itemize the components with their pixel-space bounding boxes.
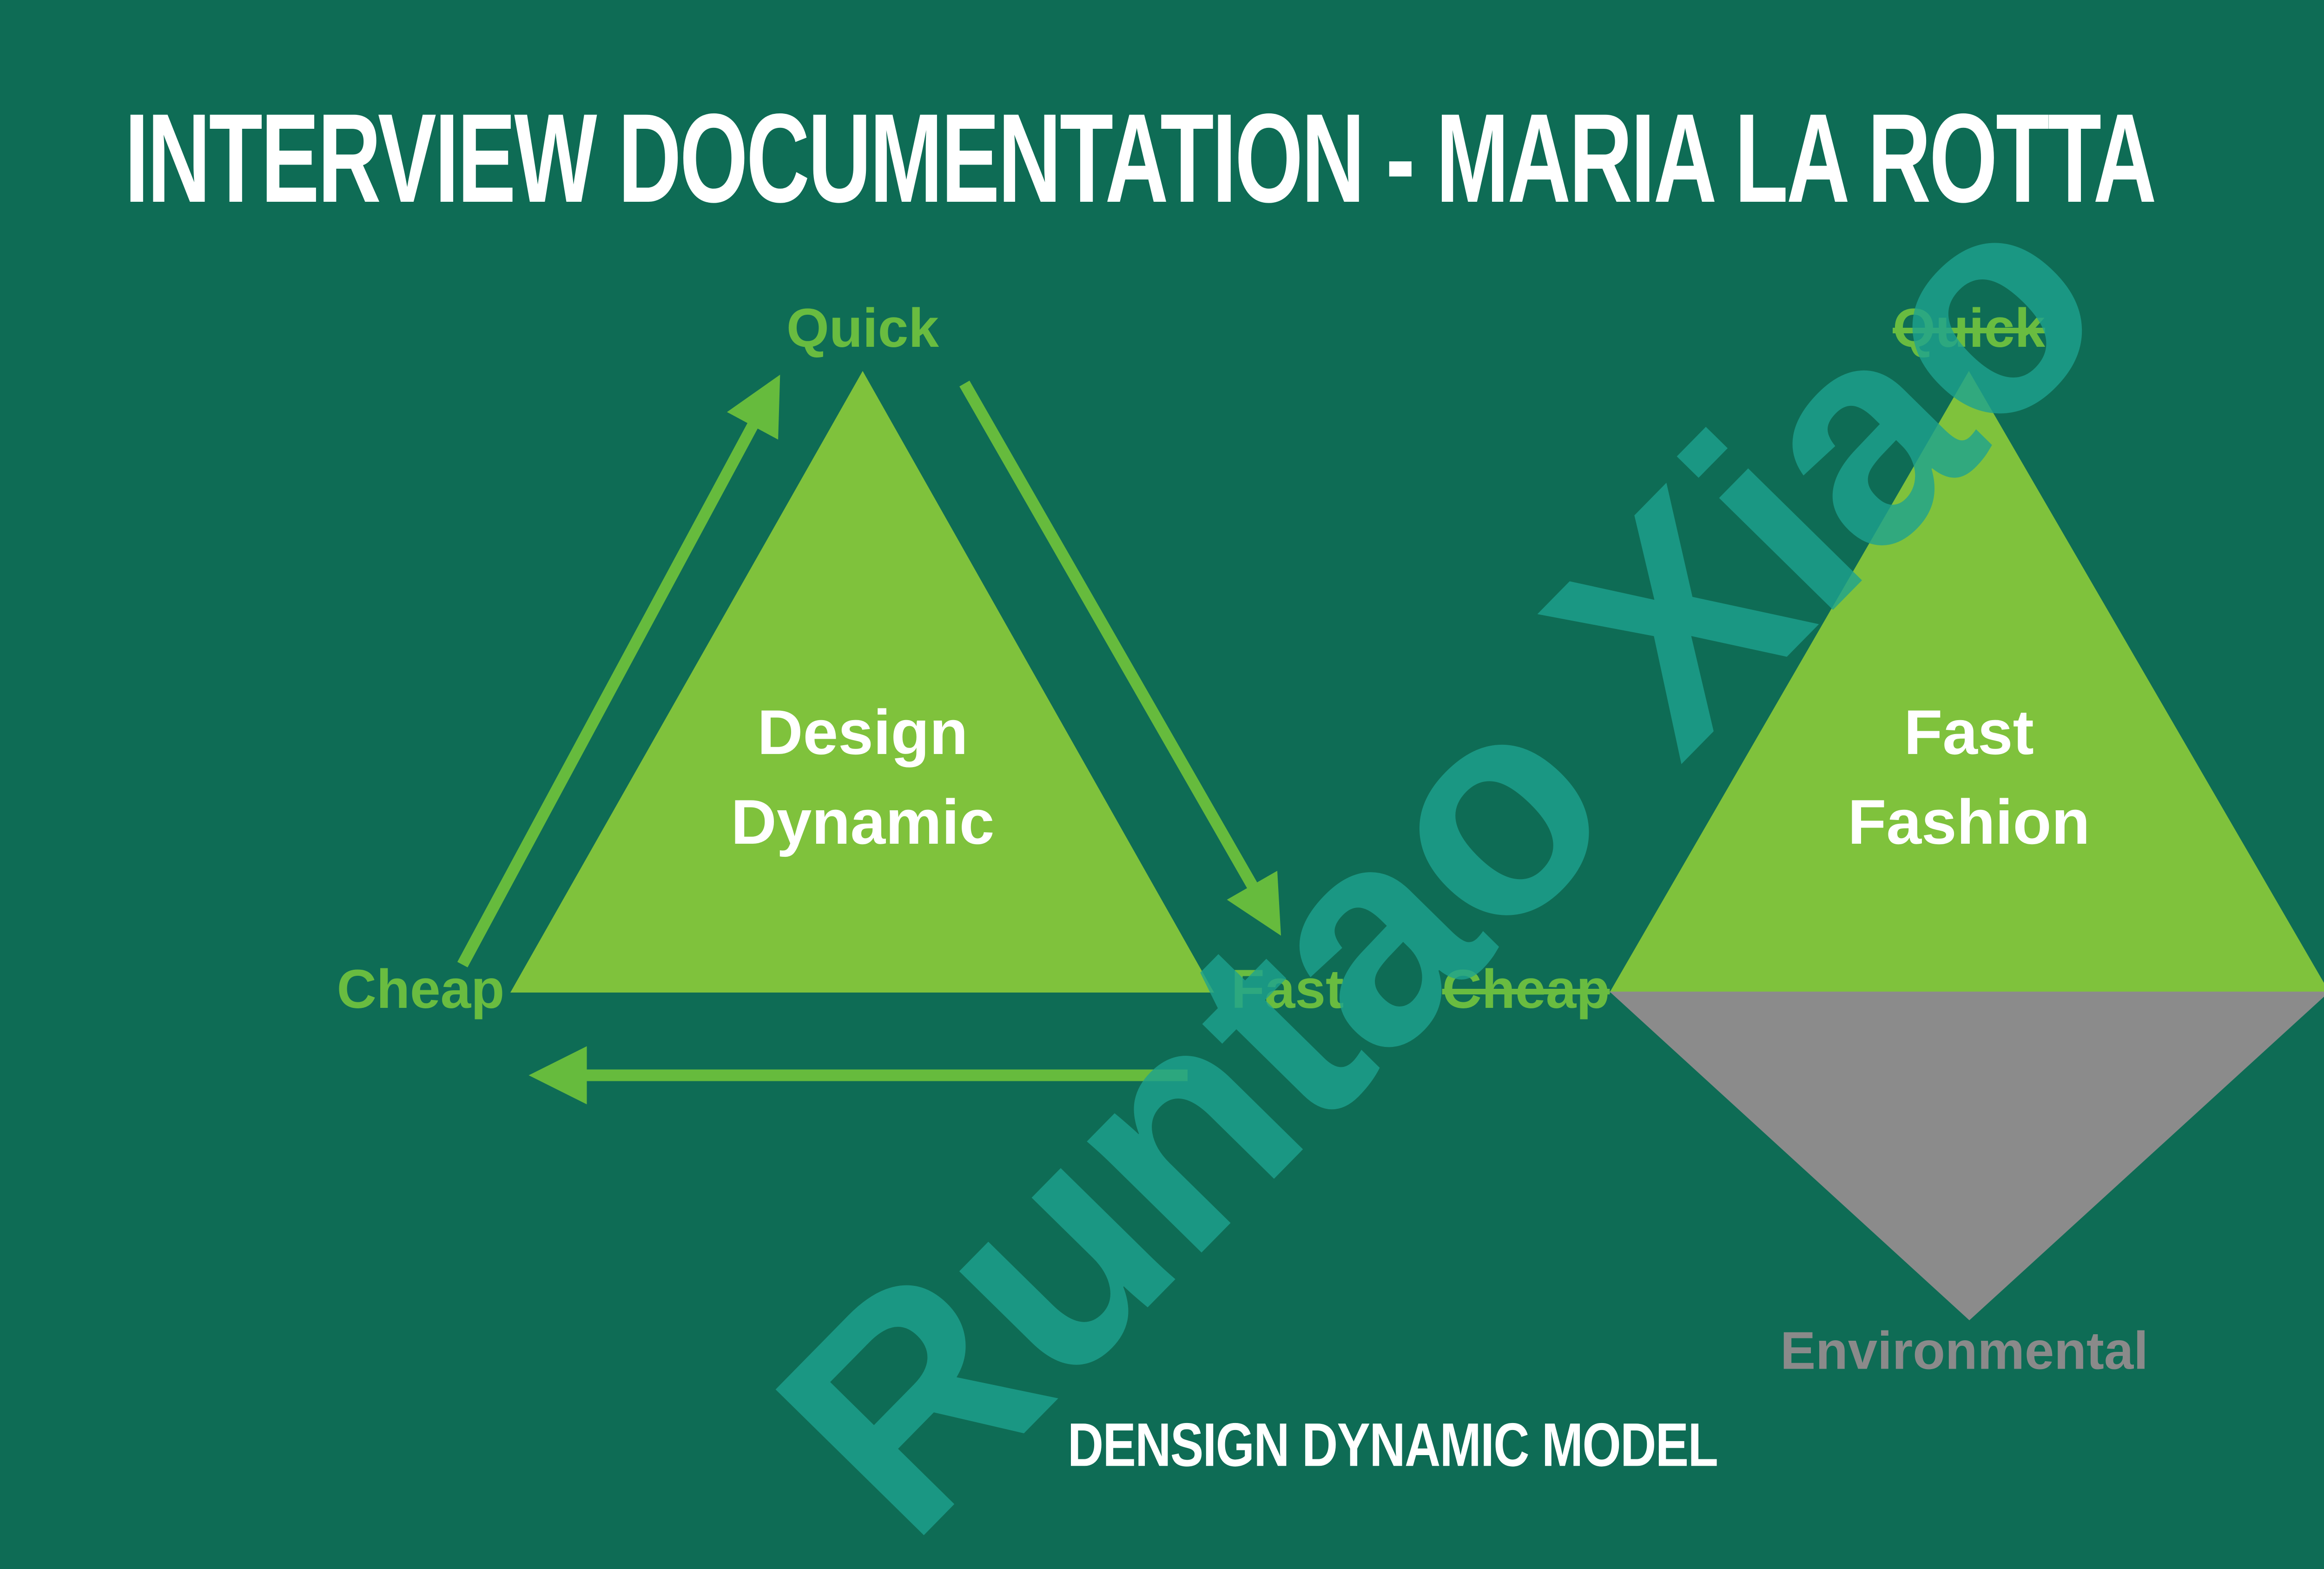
arrow-down-right-side <box>959 380 1281 936</box>
fast-fashion-line1: Fast <box>1904 696 2034 768</box>
label-cheap-right-struck: Cheap <box>1442 959 1610 1020</box>
design-dynamic-line1: Design <box>757 696 968 768</box>
fast-fashion-text: Fast Fashion <box>1848 688 2090 867</box>
fast-fashion-line2: Fashion <box>1848 787 2090 857</box>
arrow-up-left-side <box>457 374 780 967</box>
environmental-inverted-triangle-shape <box>1610 992 2324 1320</box>
label-quick-right-struck: Quick <box>1893 298 2045 359</box>
design-dynamic-line2: Dynamic <box>731 787 995 857</box>
design-dynamic-triangle-shape <box>510 371 1214 993</box>
label-fast-left: Fast <box>1231 959 1344 1020</box>
caption: DENSIGN DYNAMIC MODEL <box>1067 1410 1718 1479</box>
label-quick-left: Quick <box>786 298 939 359</box>
label-cheap-left: Cheap <box>337 959 505 1020</box>
fast-fashion-triangle-shape <box>1610 371 2324 993</box>
slide-title: INTERVIEW DOCUMENTATION - MARIA LA ROTTA <box>125 87 2157 229</box>
design-dynamic-text: Design Dynamic <box>731 688 995 867</box>
label-environmental: Environmental <box>1780 1321 2148 1381</box>
